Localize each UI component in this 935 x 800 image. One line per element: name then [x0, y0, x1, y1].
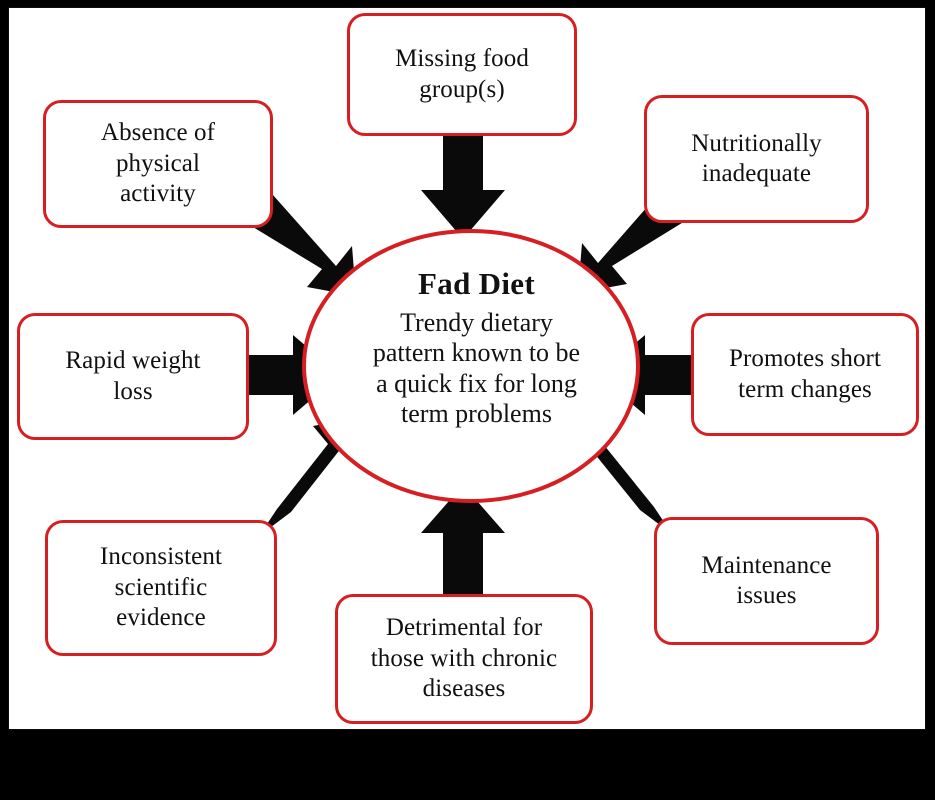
- arrow-up-right-from-inconsistent-evidence: [259, 417, 362, 536]
- node-label: Rapid weight loss: [65, 347, 201, 405]
- node-label: Maintenance issues: [701, 551, 832, 610]
- node-rapid-weight-loss[interactable]: Rapid weight loss: [17, 313, 249, 440]
- figure-plate: Fad Diet Trendy dietary pattern known to…: [8, 7, 926, 730]
- node-maintenance-issues[interactable]: Maintenance issues: [654, 517, 879, 645]
- arrow-up-left-from-maintenance-issues: [570, 418, 672, 534]
- node-promotes-short-term-changes[interactable]: Promotes short term changes: [691, 313, 919, 436]
- node-label: Missing food group(s): [395, 45, 529, 103]
- arrow-down-from-missing-food-group: [421, 131, 505, 239]
- node-label: Nutritionally inadequate: [691, 129, 822, 188]
- node-label: Inconsistent scientific evidence: [99, 543, 222, 632]
- node-inconsistent-scientific-evidence[interactable]: Inconsistent scientific evidence: [45, 520, 277, 656]
- node-detrimental-for-chronic-diseases[interactable]: Detrimental for those with chronic disea…: [335, 594, 593, 724]
- node-nutritionally-inadequate[interactable]: Nutritionally inadequate: [644, 95, 869, 223]
- node-label: Promotes short term changes: [728, 345, 882, 403]
- center-description: Trendy dietary pattern known to be a qui…: [372, 308, 581, 429]
- center-title: Fad Diet: [418, 266, 535, 301]
- node-absence-of-physical-activity[interactable]: Absence of physical activity: [43, 100, 273, 228]
- node-label: Absence of physical activity: [100, 119, 216, 208]
- node-missing-food-group[interactable]: Missing food group(s): [347, 13, 577, 136]
- center-label-group: Fad Diet Trendy dietary pattern known to…: [304, 266, 649, 430]
- arrow-up-from-detrimental-chronic: [421, 485, 505, 595]
- node-label: Detrimental for those with chronic disea…: [370, 614, 558, 703]
